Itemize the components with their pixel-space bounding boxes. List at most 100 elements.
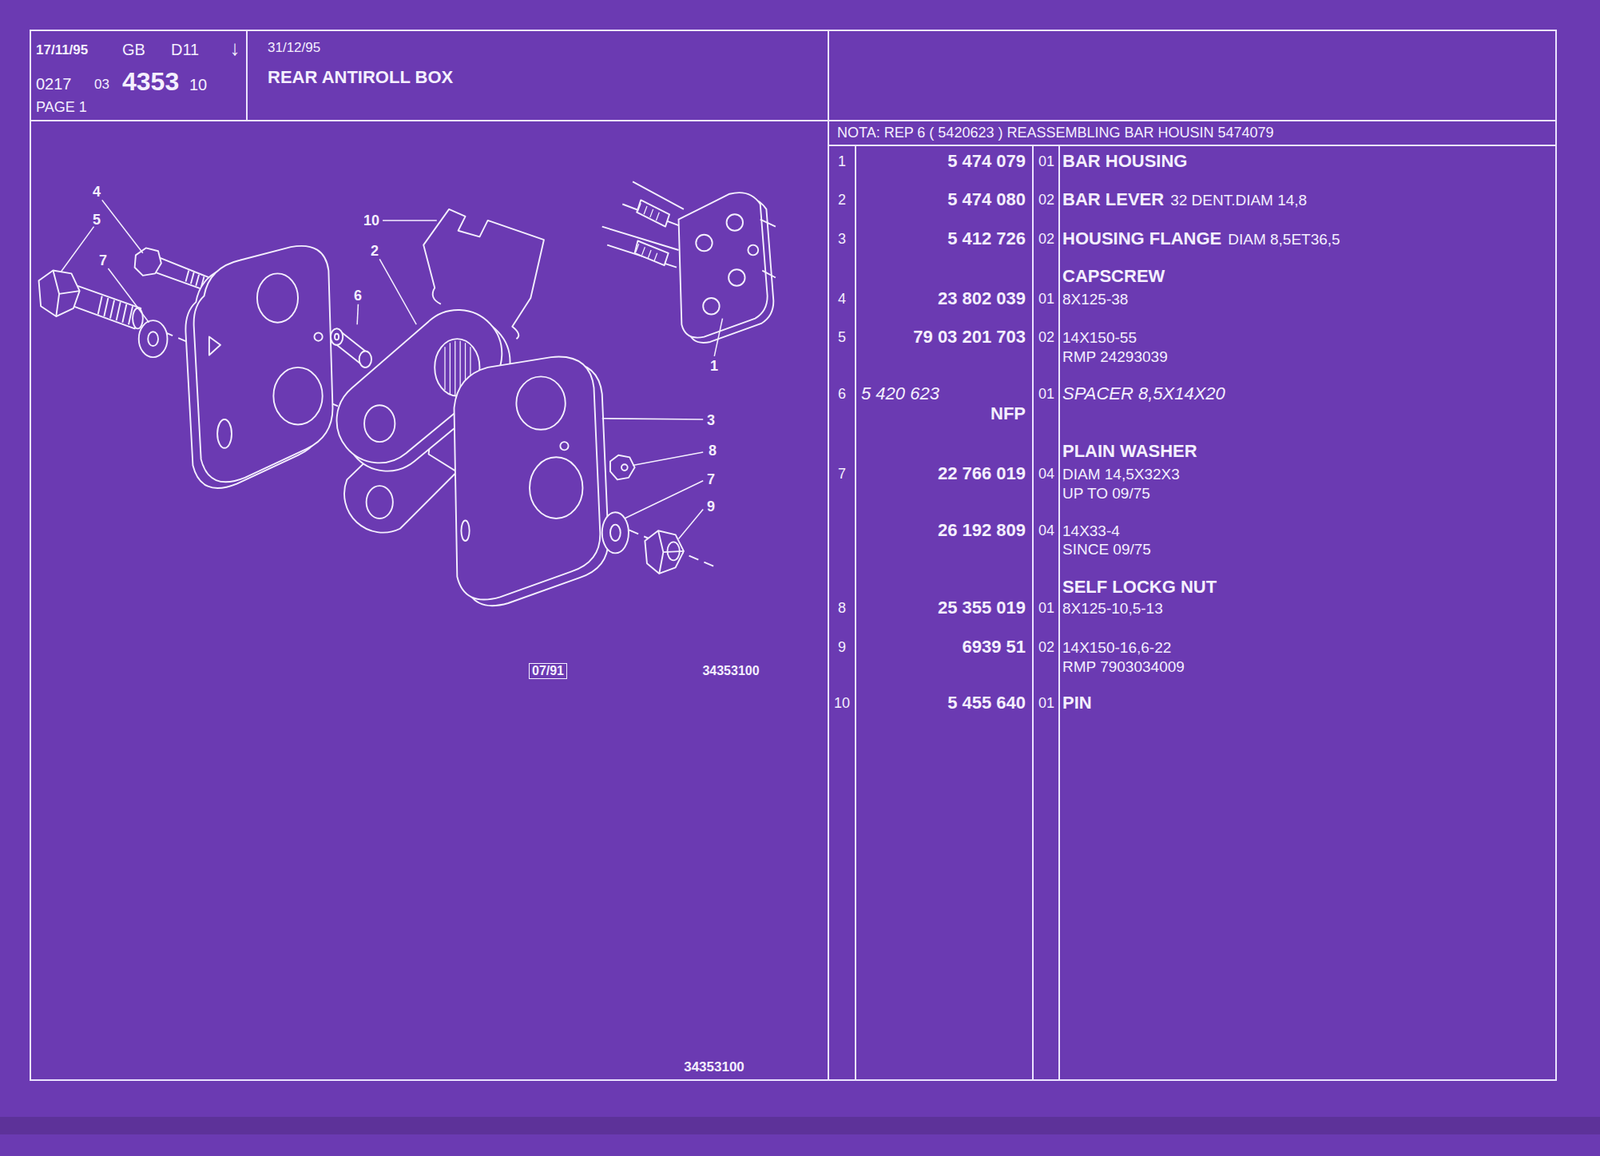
callout-number: 6 [353, 288, 362, 303]
quantity: 02 [1038, 192, 1055, 207]
housing-flange-left [185, 246, 333, 489]
outer-border [30, 30, 1557, 1080]
header-field: 0217 [35, 75, 72, 92]
capscrew-small [134, 247, 210, 290]
item-number: 1 [837, 154, 846, 169]
part-number: 22 766 019 [937, 464, 1026, 483]
callout-number: 3 [706, 412, 715, 428]
part-number: 5 412 726 [947, 230, 1026, 248]
item-number: 3 [837, 231, 846, 247]
self-locking-nut [644, 530, 684, 574]
part-note: NFP [990, 404, 1026, 423]
item-number: 5 [837, 329, 846, 345]
item-number: 2 [837, 192, 846, 207]
part-number: 6939 51 [961, 638, 1026, 656]
item-number: 6 [837, 386, 846, 401]
item-number: 4 [837, 291, 846, 306]
description: 14X33-4 [1062, 523, 1120, 539]
description: RMP 24293039 [1062, 349, 1168, 365]
quantity: 01 [1038, 386, 1055, 401]
plain-washer [138, 320, 168, 358]
quantity: 01 [1038, 600, 1055, 616]
column-rule [1032, 145, 1034, 1080]
part-number: 5 420 623 [861, 385, 940, 403]
header-divider [246, 30, 248, 121]
quantity: 01 [1038, 154, 1055, 169]
item-number: 9 [837, 639, 846, 655]
panel-divider [827, 30, 830, 1080]
leader-lines [61, 199, 723, 539]
spacer [330, 328, 372, 368]
part-number: 5 474 079 [947, 152, 1026, 171]
part-number: 5 455 640 [947, 694, 1026, 712]
self-locking-nut [610, 455, 636, 481]
quantity: 04 [1038, 466, 1055, 481]
note-rule [828, 144, 1557, 147]
description: DIAM 8,5ET36,5 [1227, 231, 1340, 247]
description: RMP 7903034009 [1062, 659, 1185, 675]
page-title: REAR ANTIROLL BOX [267, 68, 453, 87]
description: PLAIN WASHER [1062, 442, 1198, 461]
housing-flange-right [453, 357, 608, 607]
quantity: 01 [1038, 695, 1055, 711]
callout-number: 7 [99, 253, 108, 268]
part-number: 23 802 039 [937, 289, 1026, 308]
header-arrow: ↓ [230, 37, 241, 59]
callout-number: 5 [92, 212, 101, 227]
description: 32 DENT.DIAM 14,8 [1170, 192, 1307, 208]
header-field: 03 [94, 77, 110, 92]
item-number: 10 [833, 695, 850, 711]
capscrew-large [39, 270, 143, 330]
retaining-pin [423, 209, 544, 339]
callout-number: 10 [363, 213, 380, 228]
quantity: 04 [1038, 523, 1055, 538]
description: 8X125-10,5-13 [1062, 600, 1164, 616]
description: UP TO 09/75 [1062, 485, 1151, 501]
film-edge [0, 1116, 1600, 1135]
callout-number: 1 [710, 358, 719, 374]
description: SINCE 09/75 [1062, 541, 1152, 557]
quantity: 02 [1038, 231, 1055, 247]
description: SELF LOCKG NUT [1062, 578, 1217, 596]
header-rule [30, 119, 1557, 122]
quantity: 01 [1038, 291, 1055, 306]
callout-number: 2 [370, 243, 379, 259]
quantity: 02 [1038, 329, 1055, 345]
callout-number: 8 [708, 443, 717, 458]
description: HOUSING FLANGE [1062, 230, 1222, 248]
description: 8X125-38 [1062, 291, 1128, 307]
description: SPACER 8,5X14X20 [1062, 385, 1226, 403]
description: CAPSCREW [1062, 267, 1165, 286]
part-number: 5 474 080 [947, 190, 1026, 209]
part-number: 25 355 019 [937, 599, 1026, 617]
callout-number: 9 [706, 499, 715, 514]
drawing-ref: 34353100 [683, 1060, 745, 1074]
note: NOTA: REP 6 ( 5420623 ) REASSEMBLING BAR… [837, 125, 1275, 140]
description: 14X150-55 [1062, 329, 1137, 346]
description: BAR LEVER [1062, 190, 1164, 209]
bar-housing [602, 181, 776, 343]
drawing-date: 07/91 [528, 663, 568, 679]
item-number: 8 [837, 600, 846, 616]
header-date: 31/12/95 [267, 40, 321, 55]
group-number: 4353 [122, 68, 179, 95]
quantity: 02 [1038, 639, 1055, 655]
callout-number: 7 [706, 472, 715, 487]
description: BAR HOUSING [1062, 152, 1188, 171]
description: PIN [1062, 694, 1092, 712]
header-date: 17/11/95 [35, 43, 88, 57]
column-rule [1058, 145, 1061, 1080]
part-number: 79 03 201 703 [913, 328, 1026, 346]
header-field: 10 [189, 76, 207, 93]
column-rule [854, 145, 857, 1080]
description: DIAM 14,5X32X3 [1062, 466, 1180, 482]
callout-number: 4 [92, 184, 101, 199]
header-field: GB [122, 41, 146, 58]
drawing-ref: 34353100 [702, 664, 759, 678]
part-number: 26 192 809 [937, 521, 1026, 540]
item-number: 7 [837, 466, 846, 481]
page-number: PAGE 1 [35, 99, 88, 115]
